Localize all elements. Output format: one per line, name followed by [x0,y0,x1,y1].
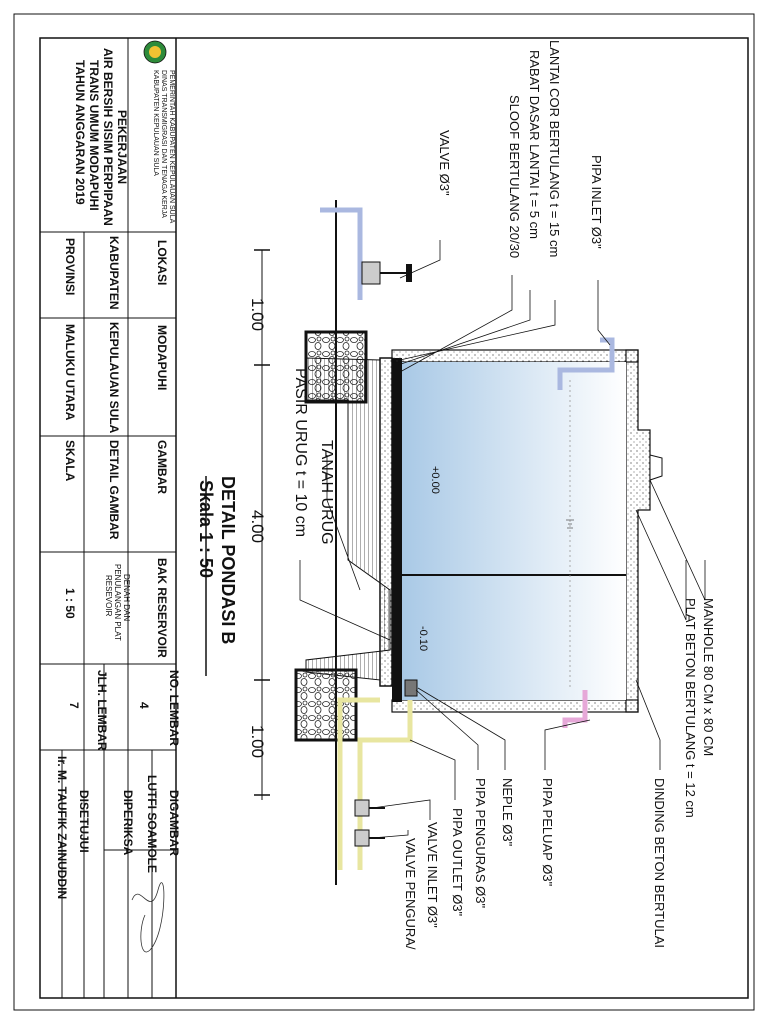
disetujui-value: Ir. M. TAUFIK ZAINUDDIN [55,756,69,899]
label-rabat: RABAT DASAR LANTAI t = 5 cm [527,50,542,239]
label-pipa-inlet: PIPA INLET Ø3" [589,155,604,249]
manhole-cover [649,454,663,481]
skala-value: 1 : 50 [63,588,77,619]
label-valve-penguras: VALVE PENGURA/ [403,838,418,950]
disetujui-label: DISETUJUI [77,790,91,853]
dimension-right: 1.00 [248,725,267,758]
label-dinding: DINDING BETON BERTULAI [652,778,667,948]
pipa-penguras-pipe [337,697,380,870]
jlh-lembar-label: JLH. LEMBAR [95,670,109,751]
provinsi-value: MALUKU UTARA [63,324,77,421]
detail-label: DETAIL GAMBAR [107,440,121,540]
leader-lines [299,240,706,839]
kabupaten-label: KABUPATEN [107,236,121,310]
kabupaten-value: KEPULAUAN SULA [107,322,121,434]
elevation-top: +0.00 [429,466,441,494]
label-neple: NEPLE Ø3" [500,778,515,847]
agency-line-1: PEMERINTAH KABUPATEN KEPULAUAN SULA [168,70,175,224]
stone-footing-right [294,668,358,742]
project-line-1: PEKERJAAN [115,110,129,184]
label-tanah-urug: TANAH URUG [318,440,335,545]
neple-fitting [404,679,418,697]
sloof-beam [392,358,402,702]
label-manhole: MANHOLE 80 CM x 80 CM [701,598,716,756]
dimension-middle: 4.00 [248,510,267,543]
valve-top [361,261,412,285]
water-level-symbol [566,519,574,529]
label-valve-inlet: VALVE INLET Ø3" [425,822,440,928]
no-lembar-value: 4 [137,702,151,709]
jlh-lembar-value: 7 [67,702,81,709]
dimension-lines [254,249,270,800]
valve-inlet [354,799,385,817]
gambar-value: BAK RESERVOIR [155,558,169,658]
valve-penguras [354,829,385,847]
detail-value-2: PENULANGAN PLAT [113,564,122,641]
elevation-bottom: -0.10 [417,626,429,651]
stone-footing-left [304,330,368,404]
no-lembar-label: NO. LEMBAR [167,670,181,746]
label-pasir-urug: PASIR URUG t = 10 cm [292,368,309,537]
reservoir-water [402,362,626,700]
diperiksa-label: DIPERIKSA [121,790,135,856]
inner-border [39,37,749,999]
lantai-cor-slab [379,357,393,687]
agency-line-3: KABUPATEN KEPULAUAN SULA [152,70,159,176]
project-line-3: TRANS UMUM MODAPUHI [87,60,101,211]
plat-beton-roof [625,349,651,713]
project-line-4: TAHUN ANGGARAN 2019 [73,60,87,205]
agency-line-2: DINAS TRANSMIGRASI DAN TENAGA KERJA [160,70,167,218]
lokasi-value: MODAPUHI [155,325,169,390]
label-pipa-peluap: PIPA PELUAP Ø3" [540,778,555,887]
drawing-title: DETAIL PONDASI B [218,476,238,644]
title-block: PEMERINTAH KABUPATEN KEPULAUAN SULA DINA… [40,38,181,998]
digambar-label: DIGAMBAR [167,790,181,856]
gambar-label: GAMBAR [155,440,169,494]
label-sloof: SLOOF BERTULANG 20/30 [507,95,522,258]
detail-value-1: DENAH DAN [122,574,131,621]
label-plat-beton: PLAT BETON BERTULANG t = 12 cm [683,598,698,818]
regency-logo [143,40,167,64]
dimension-left: 1.00 [248,298,267,331]
lokasi-label: LOKASI [155,240,169,285]
label-valve: VALVE Ø3" [437,130,452,196]
signature [131,882,165,953]
outer-border [13,13,755,1011]
project-line-2: AIR BERSIH SISIM PERPIPAAN [101,48,115,226]
pipa-peluap-pipe [562,690,588,728]
detail-value-3: RESEVOIR [104,575,113,617]
provinsi-label: PROVINSI [63,238,77,295]
foundation-section-drawing: 1.00 4.00 1.00 +0.00 -0.10 DETAIL PONDAS… [196,40,716,950]
digambar-value: LUTFI SOAMOLE [145,775,159,873]
skala-label: SKALA [63,440,77,482]
label-lantai-cor: LANTAI COR BERTULANG t = 15 cm [547,40,562,257]
label-pipa-penguras: PIPA PENGURAS Ø3" [473,778,488,908]
drawing-scale: Skala 1 : 50 [196,480,216,578]
label-pipa-outlet: PIPA OUTLET Ø3" [450,808,465,917]
pipa-inlet-pipe [557,337,615,390]
supply-pipe-top [320,207,363,300]
